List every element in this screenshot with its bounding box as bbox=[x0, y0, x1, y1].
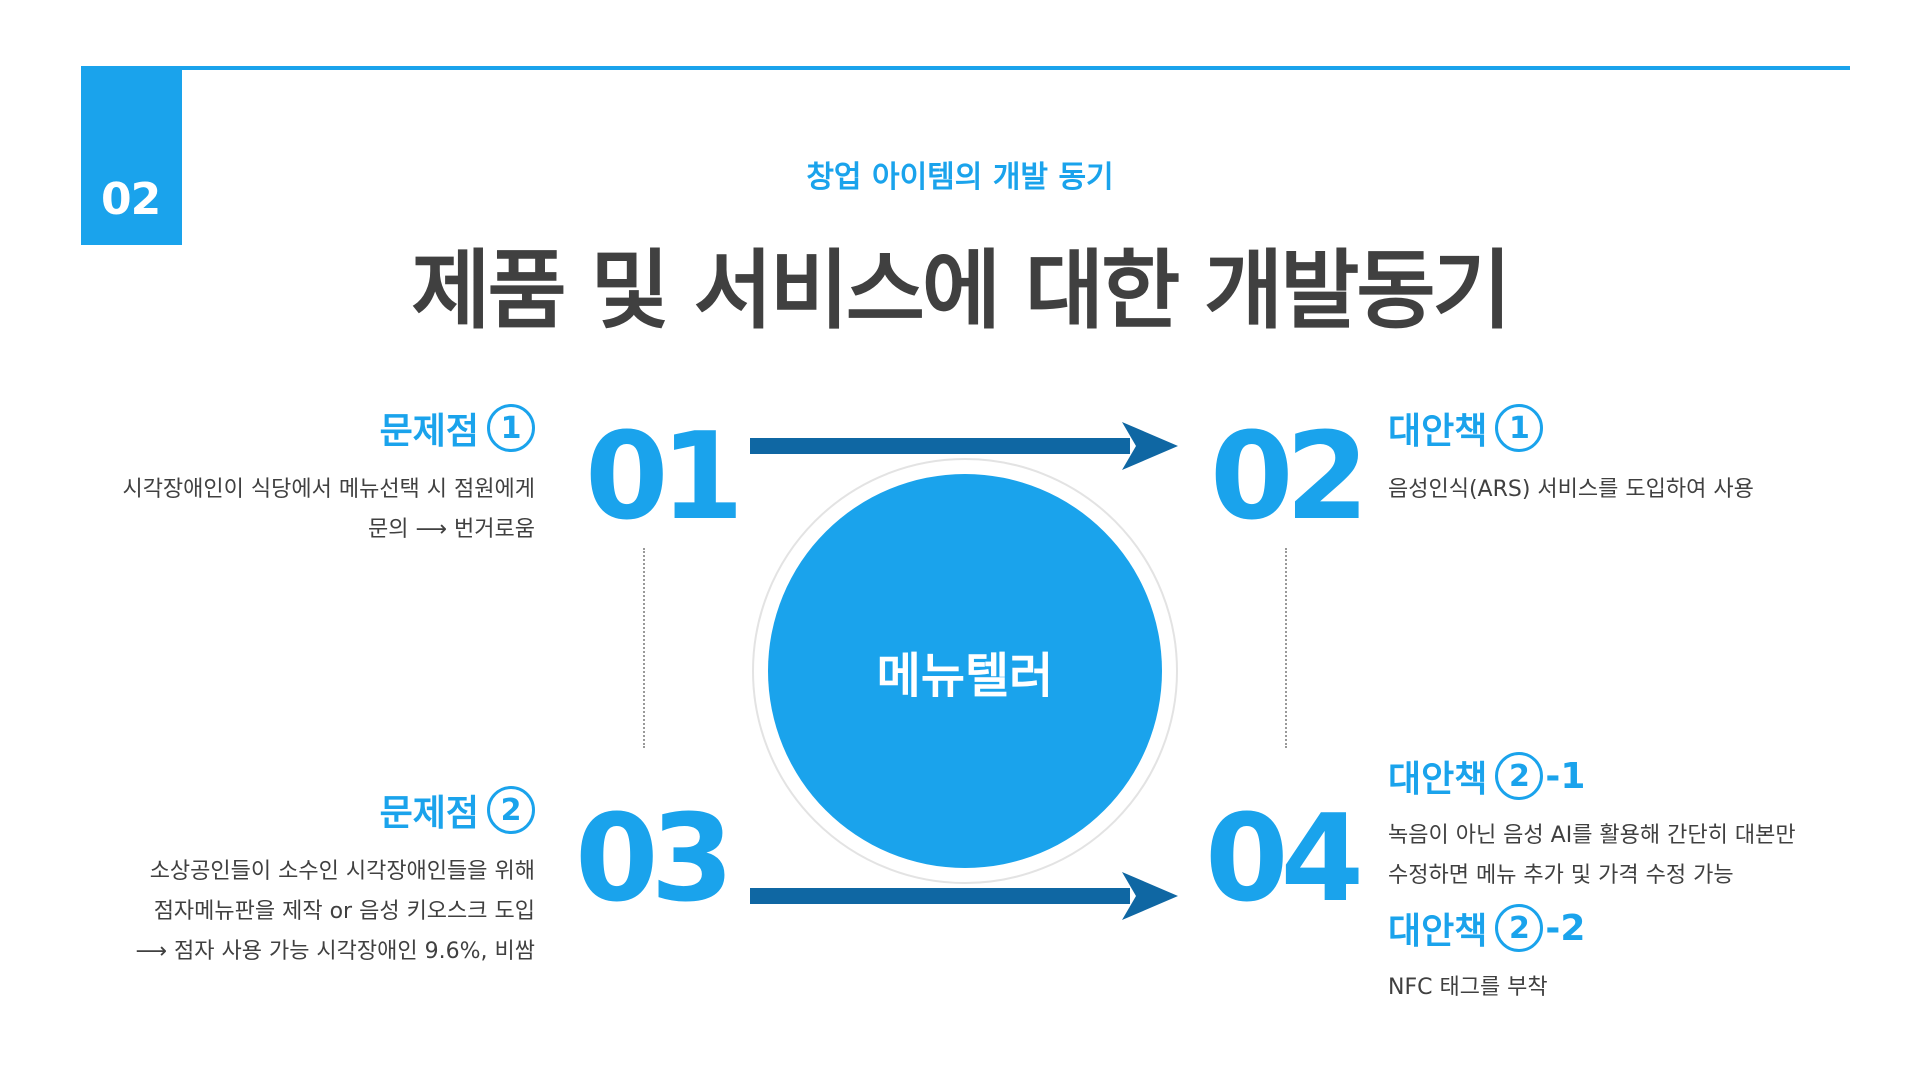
solution2-2-label: 대안책 bbox=[1388, 911, 1488, 952]
solution2-1-heading: 대안책 2 -1 bbox=[1388, 750, 1585, 802]
solution1-marker: 1 bbox=[1495, 404, 1544, 452]
problem1-line: 문의 ⟶ 번거로움 bbox=[368, 517, 535, 542]
solution2-1-suffix: -1 bbox=[1545, 755, 1586, 797]
step-number-01: 01 bbox=[585, 408, 744, 547]
problem2-line: 소상공인들이 소수인 시각장애인들을 위해 bbox=[149, 859, 535, 884]
center-label: 메뉴텔러 bbox=[876, 648, 1054, 704]
problem2-marker: 2 bbox=[487, 786, 535, 834]
solution2-2-line: NFC 태그를 부착 bbox=[1388, 975, 1548, 1000]
problem1-description: 시각장애인이 식당에서 메뉴선택 시 점원에게 문의 ⟶ 번거로움 bbox=[122, 470, 535, 550]
solution2-2-description: NFC 태그를 부착 bbox=[1388, 968, 1548, 1008]
solution2-1-description: 녹음이 아닌 음성 AI를 활용해 간단히 대본만 수정하면 메뉴 추가 및 가… bbox=[1388, 816, 1796, 896]
solution2-2-suffix: -2 bbox=[1545, 907, 1586, 949]
problem2-label: 문제점 bbox=[379, 793, 479, 834]
page-title: 제품 및 서비스에 대한 개발동기 bbox=[411, 241, 1511, 341]
problem2-description: 소상공인들이 소수인 시각장애인들을 위해 점자메뉴판을 제작 or 음성 키오… bbox=[135, 852, 535, 972]
problem2-heading: 문제점 2 bbox=[380, 784, 535, 836]
dotted-connector-right bbox=[1285, 548, 1287, 748]
solution2-1-marker: 2 bbox=[1495, 752, 1544, 800]
step-number-03: 03 bbox=[575, 790, 734, 929]
arrow-right-bottom-icon bbox=[750, 872, 1178, 920]
step-number-02: 02 bbox=[1210, 408, 1369, 547]
arrow-right-top-icon bbox=[750, 422, 1178, 470]
solution2-1-label: 대안책 bbox=[1388, 759, 1488, 800]
problem2-line: ⟶ 점자 사용 가능 시각장애인 9.6%, 비쌈 bbox=[135, 939, 535, 964]
solution1-label: 대안책 bbox=[1388, 411, 1488, 452]
problem2-line: 점자메뉴판을 제작 or 음성 키오스크 도입 bbox=[153, 899, 535, 924]
problem1-line: 시각장애인이 식당에서 메뉴선택 시 점원에게 bbox=[122, 477, 535, 502]
solution2-1-line: 녹음이 아닌 음성 AI를 활용해 간단히 대본만 bbox=[1388, 823, 1796, 848]
dotted-connector-left bbox=[643, 548, 645, 748]
solution2-1-line: 수정하면 메뉴 추가 및 가격 수정 가능 bbox=[1388, 863, 1734, 888]
page-subtitle: 창업 아이템의 개발 동기 bbox=[806, 160, 1114, 195]
problem1-heading: 문제점 1 bbox=[380, 402, 535, 454]
solution2-2-marker: 2 bbox=[1495, 904, 1544, 952]
solution1-heading: 대안책 1 bbox=[1388, 402, 1544, 454]
solution1-description: 음성인식(ARS) 서비스를 도입하여 사용 bbox=[1388, 470, 1754, 510]
top-accent-line bbox=[81, 66, 1850, 70]
center-circle-ring bbox=[752, 458, 1178, 884]
problem1-label: 문제점 bbox=[379, 411, 479, 452]
section-badge: 02 bbox=[81, 68, 182, 245]
solution2-2-heading: 대안책 2 -2 bbox=[1388, 902, 1585, 954]
solution1-line: 음성인식(ARS) 서비스를 도입하여 사용 bbox=[1388, 477, 1754, 502]
section-number: 02 bbox=[101, 174, 161, 225]
problem1-marker: 1 bbox=[487, 404, 535, 452]
center-circle: 메뉴텔러 bbox=[768, 474, 1162, 868]
step-number-04: 04 bbox=[1205, 790, 1364, 929]
